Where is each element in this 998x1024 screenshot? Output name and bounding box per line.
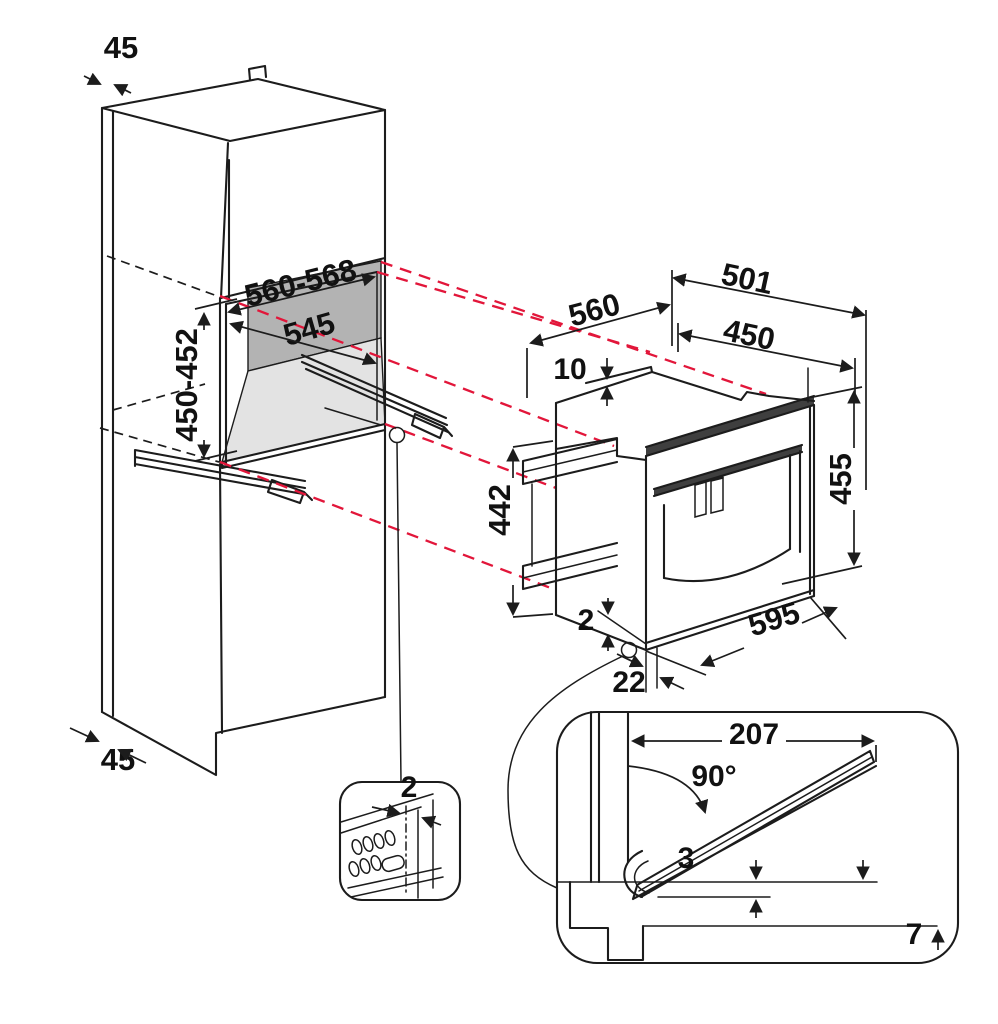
niche-left-edges — [218, 296, 228, 466]
front-top-trim — [646, 396, 814, 456]
dim-7-label: 7 — [906, 918, 923, 951]
dim-top-reveal-label: 45 — [104, 30, 138, 65]
dim-450-label: 450 — [720, 312, 778, 357]
door-window-edges — [662, 449, 802, 580]
door-detail-inset: 90° 207 3 7 — [507, 641, 960, 965]
dim-2-label: 2 — [578, 604, 595, 637]
dim-501-label: 501 — [718, 256, 776, 301]
hidden-lines — [99, 150, 221, 660]
dim-595-label: 595 — [744, 595, 804, 644]
dim-3-label: 3 — [678, 842, 695, 875]
coffee-spout — [694, 476, 724, 518]
appliance-dimensions: 560 501 450 10 442 455 595 2 22 — [482, 256, 867, 699]
dim-10-label: 10 — [553, 353, 586, 386]
cabinet-plinth — [100, 695, 387, 777]
top-back-edge — [650, 370, 816, 403]
rear-mounting-flanges — [521, 437, 619, 591]
cabinet-left-edges — [100, 106, 115, 718]
cabinet-top-face — [100, 77, 387, 143]
dim-angle-label: 90° — [691, 760, 736, 793]
callout-circle-right — [620, 641, 638, 659]
panel-diagonals — [340, 793, 444, 898]
dim-bottom-reveal-label: 45 — [101, 742, 135, 777]
callout-leader-right — [507, 655, 624, 889]
opened-door — [623, 749, 878, 901]
section-wall-edges — [589, 710, 630, 884]
front-bottom-edges — [644, 588, 816, 652]
appliance-drawing — [521, 365, 816, 693]
angle-arc — [627, 765, 709, 814]
projection-lines — [219, 260, 767, 592]
dim-22-label: 22 — [612, 666, 645, 699]
side-detail-inset: 2 — [338, 426, 462, 902]
door-window-curve — [662, 547, 792, 583]
front-side-edges — [644, 403, 816, 652]
connector-holes — [348, 829, 405, 878]
lower-block-front-edge — [218, 462, 224, 735]
glass-band-edges — [652, 443, 804, 498]
cabinet-drawing — [99, 64, 454, 777]
cabinet-top-tab — [247, 64, 268, 82]
upper-block-front-edge — [219, 141, 231, 302]
inset-right-frame — [555, 710, 960, 965]
inset-left-frame — [338, 780, 462, 902]
callout-leader-left — [396, 442, 402, 782]
telescopic-rail-right — [300, 353, 454, 440]
dim-207-label: 207 — [729, 718, 779, 751]
dim-455-label: 455 — [823, 453, 858, 505]
dim-niche-height-label: 450-452 — [169, 328, 204, 442]
dim-offset-2-label: 2 — [401, 771, 418, 804]
body-bottom-back-edge — [554, 613, 648, 652]
extension-edges — [597, 367, 809, 693]
dim-442-label: 442 — [482, 484, 517, 536]
panel-edges — [417, 799, 434, 899]
callout-circle-left — [388, 426, 406, 444]
niche-top-edges — [219, 256, 387, 306]
front-top-edges — [644, 394, 816, 458]
rear-step-bottom — [554, 436, 648, 462]
plinth-profile — [568, 880, 645, 962]
glass-top-trim — [654, 445, 802, 496]
